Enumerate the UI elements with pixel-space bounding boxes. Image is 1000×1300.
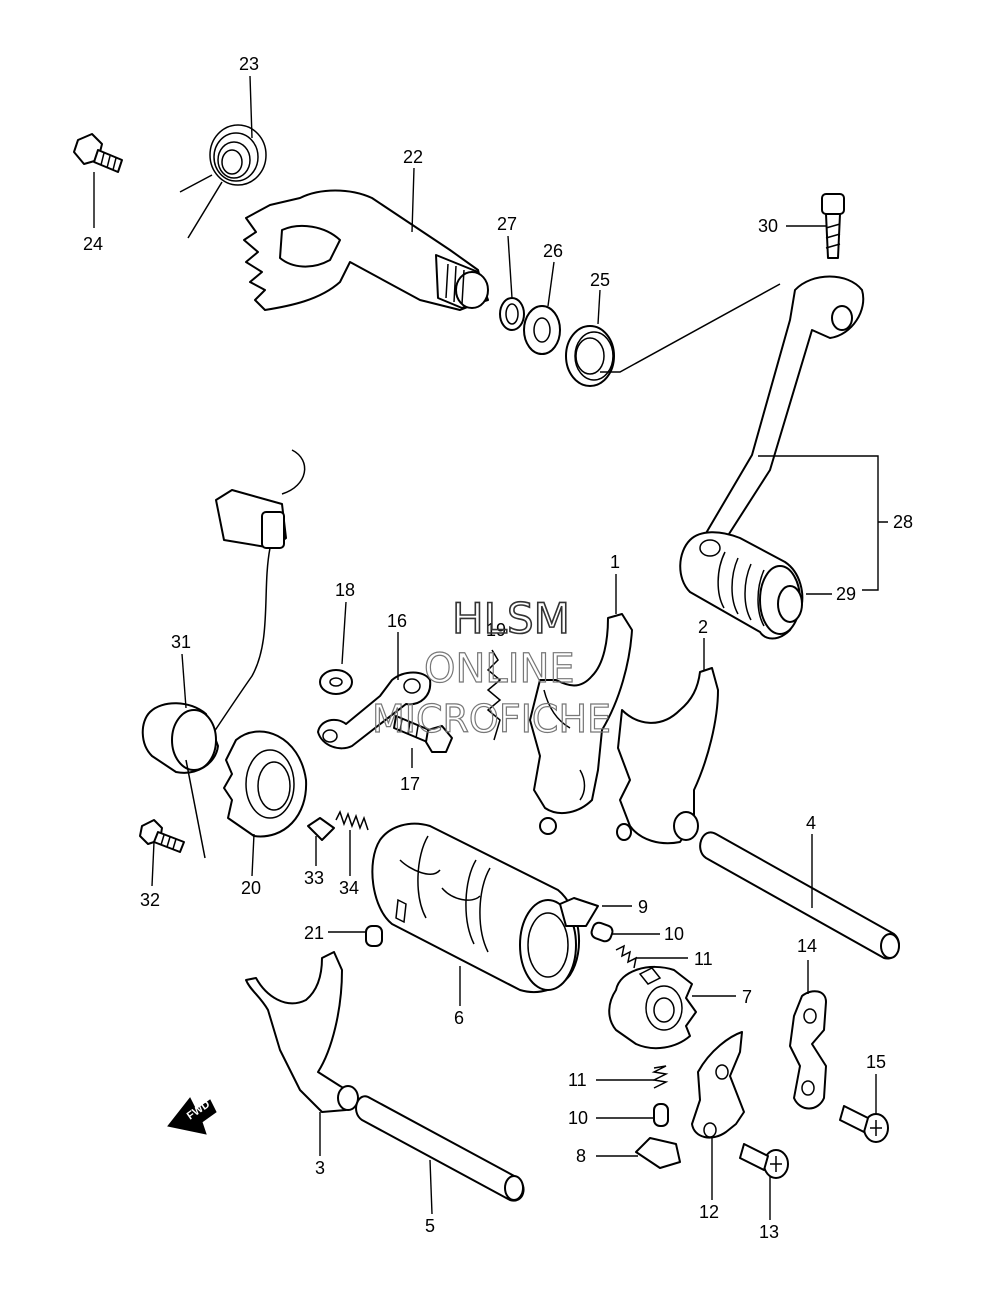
part-8-pawl bbox=[635, 1137, 681, 1169]
callout-34: 34 bbox=[339, 878, 359, 898]
callout-28: 28 bbox=[893, 512, 913, 532]
callout-22: 22 bbox=[403, 147, 423, 167]
callout-4: 4 bbox=[806, 813, 816, 833]
callout-33: 33 bbox=[304, 868, 324, 888]
callout-8: 8 bbox=[576, 1146, 586, 1166]
part-28-kick-lever bbox=[600, 275, 865, 549]
part-29-pedal-rubber bbox=[679, 531, 804, 640]
callout-25: 25 bbox=[590, 270, 610, 290]
part-33-pin bbox=[307, 817, 335, 841]
part-25-oil-seal bbox=[565, 325, 615, 387]
callout-5: 5 bbox=[425, 1216, 435, 1236]
callout-16: 16 bbox=[387, 611, 407, 631]
callout-23: 23 bbox=[239, 54, 259, 74]
callout-27: 27 bbox=[497, 214, 517, 234]
part-4-fork-shaft bbox=[699, 831, 900, 960]
fwd-direction-arrow: FWD bbox=[167, 1097, 217, 1135]
watermark-line-1: HLSM bbox=[452, 594, 570, 643]
callout-17: 17 bbox=[400, 774, 420, 794]
part-32-bolt bbox=[139, 819, 185, 853]
part-31-gear-sensor bbox=[141, 449, 306, 859]
callout-11-upper: 11 bbox=[694, 949, 713, 969]
part-5-fork-shaft bbox=[355, 1095, 525, 1202]
callout-10-upper: 10 bbox=[664, 924, 684, 944]
part-10-pin-upper bbox=[590, 921, 614, 943]
part-12-plate bbox=[691, 1031, 745, 1139]
part-30-bolt bbox=[821, 193, 845, 259]
part-19-spring bbox=[486, 649, 502, 741]
part-1-shift-fork bbox=[529, 613, 633, 835]
callout-30: 30 bbox=[758, 216, 778, 236]
part-22-kick-shaft bbox=[243, 189, 489, 311]
part-2-shift-fork bbox=[616, 667, 719, 845]
part-17-bolt bbox=[393, 715, 453, 753]
callout-2: 2 bbox=[698, 617, 708, 637]
part-3-shift-fork bbox=[245, 951, 359, 1113]
callout-labels: 24 23 22 27 26 25 30 28 29 31 18 16 17 1… bbox=[83, 54, 913, 1242]
watermark-line-2: ONLINE bbox=[424, 646, 575, 692]
part-11-spring-upper bbox=[615, 944, 638, 969]
callout-3: 3 bbox=[315, 1158, 325, 1178]
callout-15: 15 bbox=[866, 1052, 886, 1072]
callout-21: 21 bbox=[304, 923, 324, 943]
callout-26: 26 bbox=[543, 241, 563, 261]
part-10-pin-lower bbox=[653, 1103, 669, 1127]
leader-lines bbox=[93, 75, 888, 1220]
part-15-screw bbox=[839, 1105, 889, 1143]
callout-29: 29 bbox=[836, 584, 856, 604]
part-27-circlip bbox=[499, 297, 525, 331]
callout-7: 7 bbox=[742, 987, 752, 1007]
part-6-shift-drum bbox=[371, 822, 581, 994]
callout-31: 31 bbox=[171, 632, 191, 652]
part-9-pawl bbox=[559, 897, 599, 927]
part-16-stopper-lever bbox=[317, 671, 432, 750]
callout-10-lower: 10 bbox=[568, 1108, 588, 1128]
watermark-line-3: MICROFICHE bbox=[372, 697, 611, 741]
part-14-guide-plate bbox=[789, 990, 827, 1110]
callout-32: 32 bbox=[140, 890, 160, 910]
callout-13: 13 bbox=[759, 1222, 779, 1242]
part-26-washer bbox=[523, 305, 561, 355]
part-34-spring bbox=[335, 810, 369, 831]
part-18-washer bbox=[319, 669, 353, 695]
part-23-spring bbox=[179, 124, 267, 239]
callout-14: 14 bbox=[797, 936, 817, 956]
callout-11-lower: 11 bbox=[568, 1070, 587, 1090]
callout-12: 12 bbox=[699, 1202, 719, 1222]
watermark: HLSM ONLINE MICROFICHE bbox=[371, 593, 611, 741]
part-20-cam bbox=[223, 730, 308, 838]
part-7-shift-cam bbox=[608, 965, 697, 1050]
part-11-spring-lower bbox=[651, 1065, 669, 1089]
part-21-pin bbox=[365, 925, 383, 947]
part-24-bolt bbox=[73, 133, 123, 173]
callout-18: 18 bbox=[335, 580, 355, 600]
callout-1: 1 bbox=[610, 552, 620, 572]
callout-6: 6 bbox=[454, 1008, 464, 1028]
callout-24: 24 bbox=[83, 234, 103, 254]
callout-9: 9 bbox=[638, 897, 648, 917]
part-13-screw bbox=[739, 1143, 789, 1179]
callout-20: 20 bbox=[241, 878, 261, 898]
callout-19: 19 bbox=[486, 620, 506, 640]
